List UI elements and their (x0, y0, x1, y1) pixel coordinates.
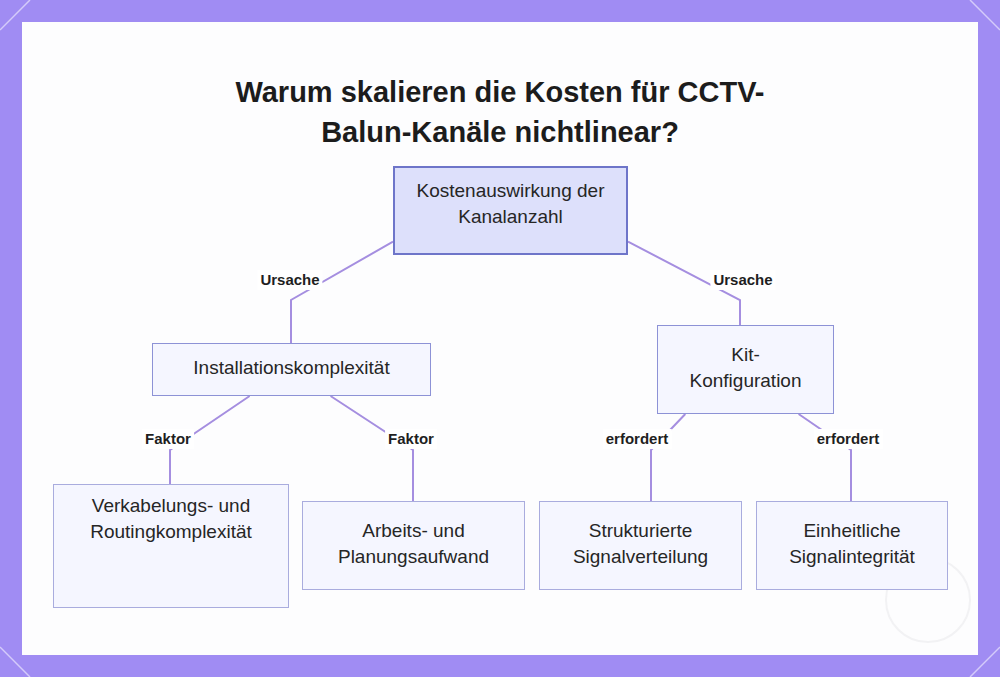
node-text: Strukturierte Signalverteilung (554, 518, 727, 570)
node-text: Verkabelungs- und Routingkomplexität (64, 493, 278, 545)
root-box: Kostenauswirkung der Kanalanzahl (393, 166, 628, 255)
node-text: Arbeits- und Planungsaufwand (333, 518, 494, 570)
process-box: Verkabelungs- und Routingkomplexität (53, 484, 289, 608)
edge-label: Ursache (257, 270, 322, 290)
panel (22, 22, 978, 655)
connector-line (799, 414, 851, 501)
edge-label: Faktor (142, 429, 194, 449)
process-box: Einheitliche Signalintegrität (756, 501, 948, 590)
node-text: Kostenauswirkung der Kanalanzahl (413, 178, 608, 230)
node-text: Einheitliche Signalintegrität (767, 518, 937, 570)
process-box: Strukturierte Signalverteilung (539, 501, 742, 590)
edge-label: Faktor (385, 429, 437, 449)
process-box: Kit-Konfiguration (657, 325, 834, 414)
process-box: Installationskomplexität (152, 343, 431, 396)
diagram-title: Warum skalieren die Kosten für CCTV-Balu… (220, 72, 780, 152)
process-box: Arbeits- und Planungsaufwand (302, 501, 525, 590)
edge-label: erfordert (603, 429, 672, 449)
connector-line (291, 242, 393, 343)
edge-label: erfordert (814, 429, 883, 449)
node-text: Kit-Konfiguration (688, 342, 803, 394)
edge-label: Ursache (710, 270, 775, 290)
node-text: Installationskomplexität (193, 355, 389, 381)
connector-line (651, 414, 685, 501)
